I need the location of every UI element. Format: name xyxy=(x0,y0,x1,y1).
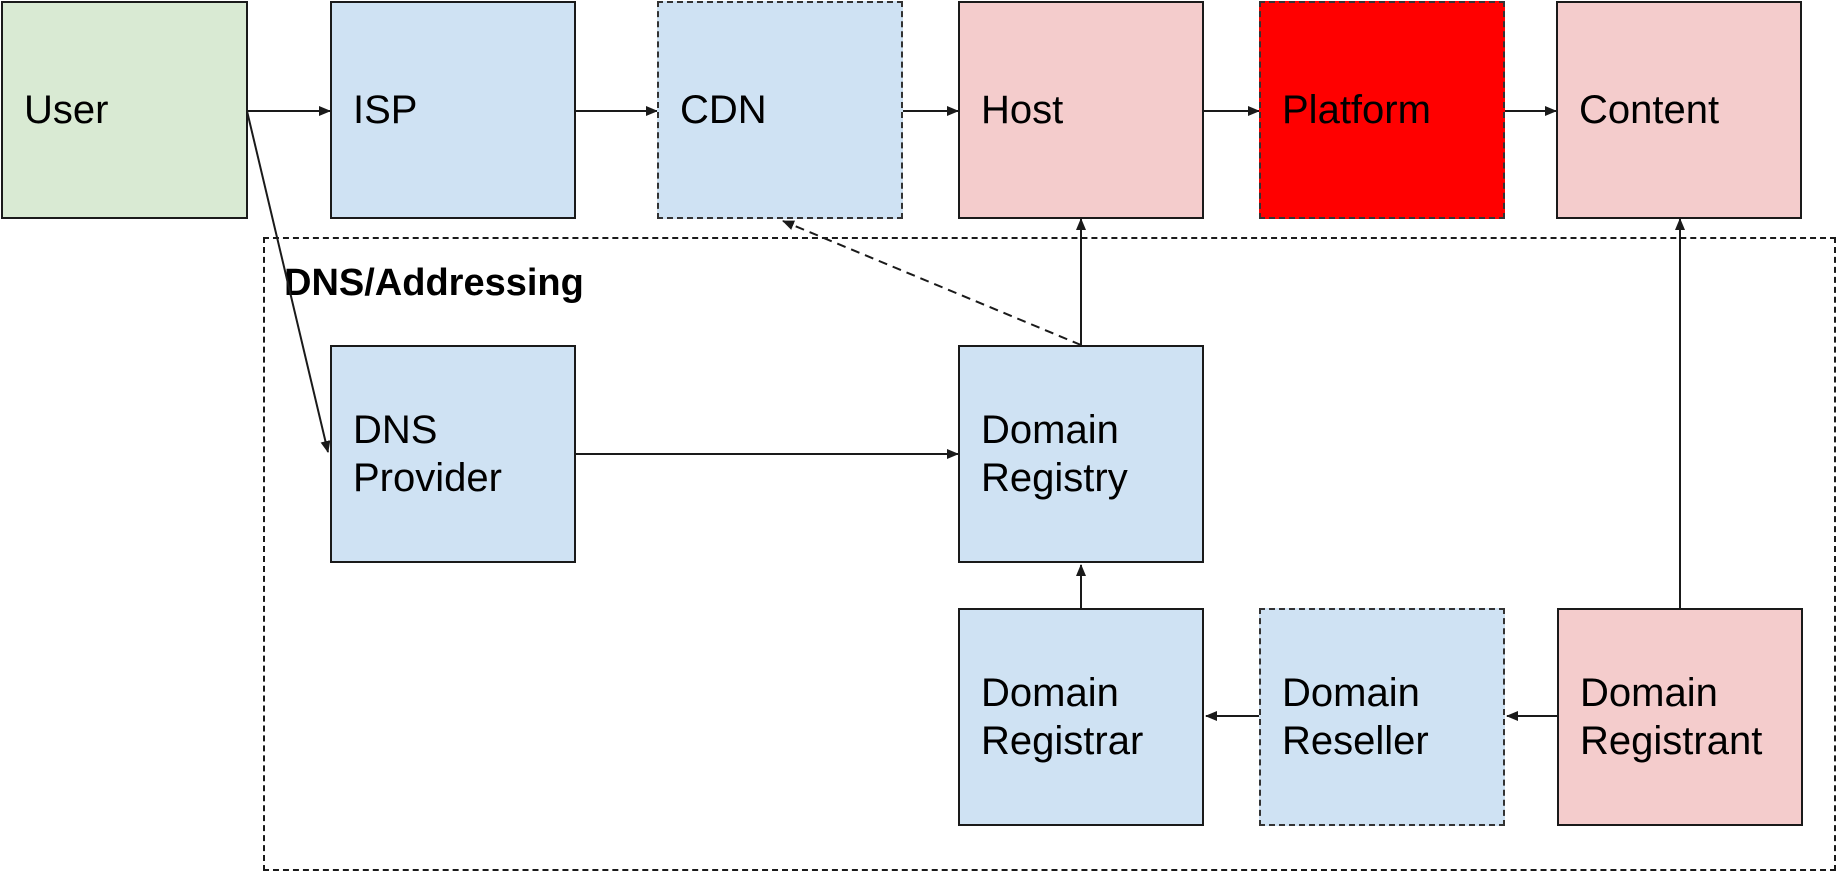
node-content: Content xyxy=(1556,1,1802,219)
dns-addressing-group xyxy=(263,237,1836,871)
node-cdn: CDN xyxy=(657,1,903,219)
node-isp: ISP xyxy=(330,1,576,219)
node-domain-reseller: Domain Reseller xyxy=(1259,608,1505,826)
node-platform: Platform xyxy=(1259,1,1505,219)
node-domain-registrar: Domain Registrar xyxy=(958,608,1204,826)
node-domain-registrant: Domain Registrant xyxy=(1557,608,1803,826)
node-host: Host xyxy=(958,1,1204,219)
dns-addressing-group-title: DNS/Addressing xyxy=(284,262,584,304)
edge-user-dns-provider xyxy=(246,110,331,453)
edge-domain-registry-cdn xyxy=(782,220,1082,346)
node-domain-registry: Domain Registry xyxy=(958,345,1204,563)
node-dns-provider: DNS Provider xyxy=(330,345,576,563)
node-user: User xyxy=(1,1,248,219)
